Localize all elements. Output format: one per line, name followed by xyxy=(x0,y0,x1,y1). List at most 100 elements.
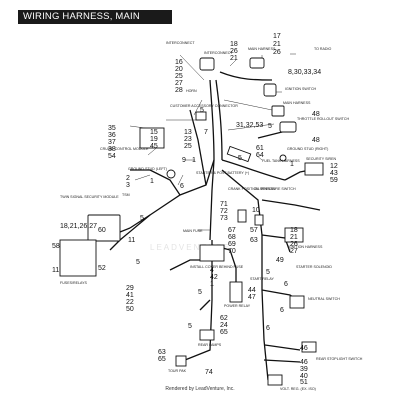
ignition-harness-connector xyxy=(284,227,304,243)
callout-48a: 48 xyxy=(312,111,320,118)
label-crank-position: CRANK POSITION SENSOR xyxy=(228,187,275,191)
footer-credit: Rendered by LeadVenture, Inc. xyxy=(165,386,235,392)
callout-4: 4 xyxy=(210,267,214,274)
callout-73: 73 xyxy=(220,215,228,222)
callout-47: 47 xyxy=(248,294,256,301)
callout-69: 69 xyxy=(228,241,236,248)
label-ground-stud-right: GROUND STUD (RIGHT) xyxy=(287,147,328,151)
label-interconnect-2: INTERCONNECT xyxy=(204,51,233,55)
power-relay xyxy=(229,281,243,303)
main-harness-connector xyxy=(249,57,265,69)
callout-1d: 1 xyxy=(210,281,214,288)
callout-65: 65 xyxy=(220,329,228,336)
callout-5a: 5 xyxy=(200,107,204,114)
callout-60: 60 xyxy=(98,227,106,234)
label-throttle-rollout: THROTTLE ROLLOUT SWITCH xyxy=(297,117,349,121)
label-tsm: TSM xyxy=(122,193,130,197)
callout-9: 9 xyxy=(182,157,186,164)
callout-5f: 5 xyxy=(266,269,270,276)
ignition-switch-connector xyxy=(263,83,277,97)
callout-37: 37 xyxy=(108,139,116,146)
watermark: LEADVENTURE xyxy=(150,243,231,252)
crank-position-sensor xyxy=(237,209,247,223)
label-rear-lamps: REAR LAMPS xyxy=(198,343,222,347)
callout-2: 2 xyxy=(126,175,130,182)
neutral-switch xyxy=(289,295,305,309)
callout-26: 26 xyxy=(273,49,281,56)
callout-12: 12 xyxy=(330,163,338,170)
callout-1c: 1 xyxy=(150,178,154,185)
twin-signal-security-module xyxy=(87,214,121,242)
callout-35: 35 xyxy=(108,125,116,132)
callout-18: 18 xyxy=(230,41,238,48)
callout-71: 71 xyxy=(220,201,228,208)
callout-70: 70 xyxy=(228,248,236,255)
callout-38: 38 xyxy=(108,146,116,153)
callout-62: 62 xyxy=(220,315,228,322)
callout-50: 50 xyxy=(126,306,134,313)
label-horn: HORN xyxy=(186,89,197,93)
callout-48b: 48 xyxy=(312,137,320,144)
label-security-siren: SECURITY SIREN xyxy=(306,157,336,161)
label-tour-pak: TOUR PAK xyxy=(168,369,187,373)
components xyxy=(59,57,324,386)
callout-6a: 6 xyxy=(180,183,184,190)
callout-19: 19 xyxy=(150,136,158,143)
callout-40: 40 xyxy=(300,373,308,380)
label-power-relay: POWER RELAY xyxy=(224,304,251,308)
callout-59: 59 xyxy=(330,177,338,184)
callout-63: 63 xyxy=(250,237,258,244)
callout-20: 20 xyxy=(175,66,183,73)
callout-31-32-53: 31,32,53 xyxy=(236,122,263,129)
rear-lamps-connector xyxy=(199,329,215,341)
callout-11b: 11 xyxy=(52,267,59,274)
callout-11a: 11 xyxy=(128,237,135,244)
label-main-harness-top: MAIN HARNESS xyxy=(248,47,276,51)
callout-42: 42 xyxy=(210,274,218,281)
callout-5h: 5 xyxy=(188,323,192,330)
callout-28: 28 xyxy=(175,87,183,94)
callout-17: 17 xyxy=(273,33,281,40)
ground-stud-right xyxy=(279,154,287,162)
diagram-title: WIRING HARNESS, MAIN xyxy=(18,10,172,24)
label-cruise-control: CRUISE CONTROL MODULE xyxy=(100,147,149,151)
tour-pak-connector xyxy=(175,355,187,367)
callout-8-30-33-34: 8,30,33,34 xyxy=(288,69,321,76)
label-interconnect: INTERCONNECT xyxy=(166,41,195,45)
callout-21: 21 xyxy=(273,41,281,48)
callout-7: 7 xyxy=(204,129,208,136)
callout-39: 39 xyxy=(300,366,308,373)
callout-46: 46 xyxy=(300,345,308,352)
callout-5e: 5 xyxy=(136,259,140,266)
label-ground-stud-left: GROUND STUD (LEFT) xyxy=(128,167,167,171)
oil-pressure-switch xyxy=(254,214,264,226)
security-siren xyxy=(304,162,324,176)
label-starter-solenoid: STARTER SOLENOID xyxy=(296,265,332,269)
callout-29: 29 xyxy=(126,285,134,292)
callout-64: 64 xyxy=(256,152,264,159)
callout-44: 44 xyxy=(248,287,256,294)
label-fuel-tank: FUEL TANK HARNESS xyxy=(262,159,300,163)
label-neutral-switch: NEUTRAL SWITCH xyxy=(308,297,340,301)
cruise-control-module xyxy=(139,127,165,149)
label-twin-security: TWIN SIGNAL SECURITY MODULE xyxy=(60,195,119,199)
label-starter-battery: STARTER & POST BATTERY (+) xyxy=(196,171,249,175)
fuses-relays-block xyxy=(59,239,97,277)
callout-5d: 5 xyxy=(140,215,144,222)
callout-63b: 63 xyxy=(158,349,166,356)
callout-18-21-26-27: 18,21,26,27 xyxy=(60,223,97,230)
callout-51: 51 xyxy=(300,379,308,386)
callout-21c: 21 xyxy=(290,234,298,241)
main-harness-right-connector xyxy=(271,105,285,117)
callout-25b: 25 xyxy=(184,143,192,150)
callout-18c: 18 xyxy=(290,227,298,234)
callout-27c: 27 xyxy=(290,248,298,255)
harness-wires xyxy=(109,71,321,381)
callout-72: 72 xyxy=(220,208,228,215)
label-start-relay: START RELAY xyxy=(250,277,275,281)
throttle-rollout-connector xyxy=(279,121,297,133)
callout-numbers: 17 21 26 18 26 21 16 20 25 27 28 8,30,33… xyxy=(52,33,338,386)
callout-5g: 5 xyxy=(198,289,202,296)
label-main-fuse: MAIN FUSE xyxy=(183,229,203,233)
